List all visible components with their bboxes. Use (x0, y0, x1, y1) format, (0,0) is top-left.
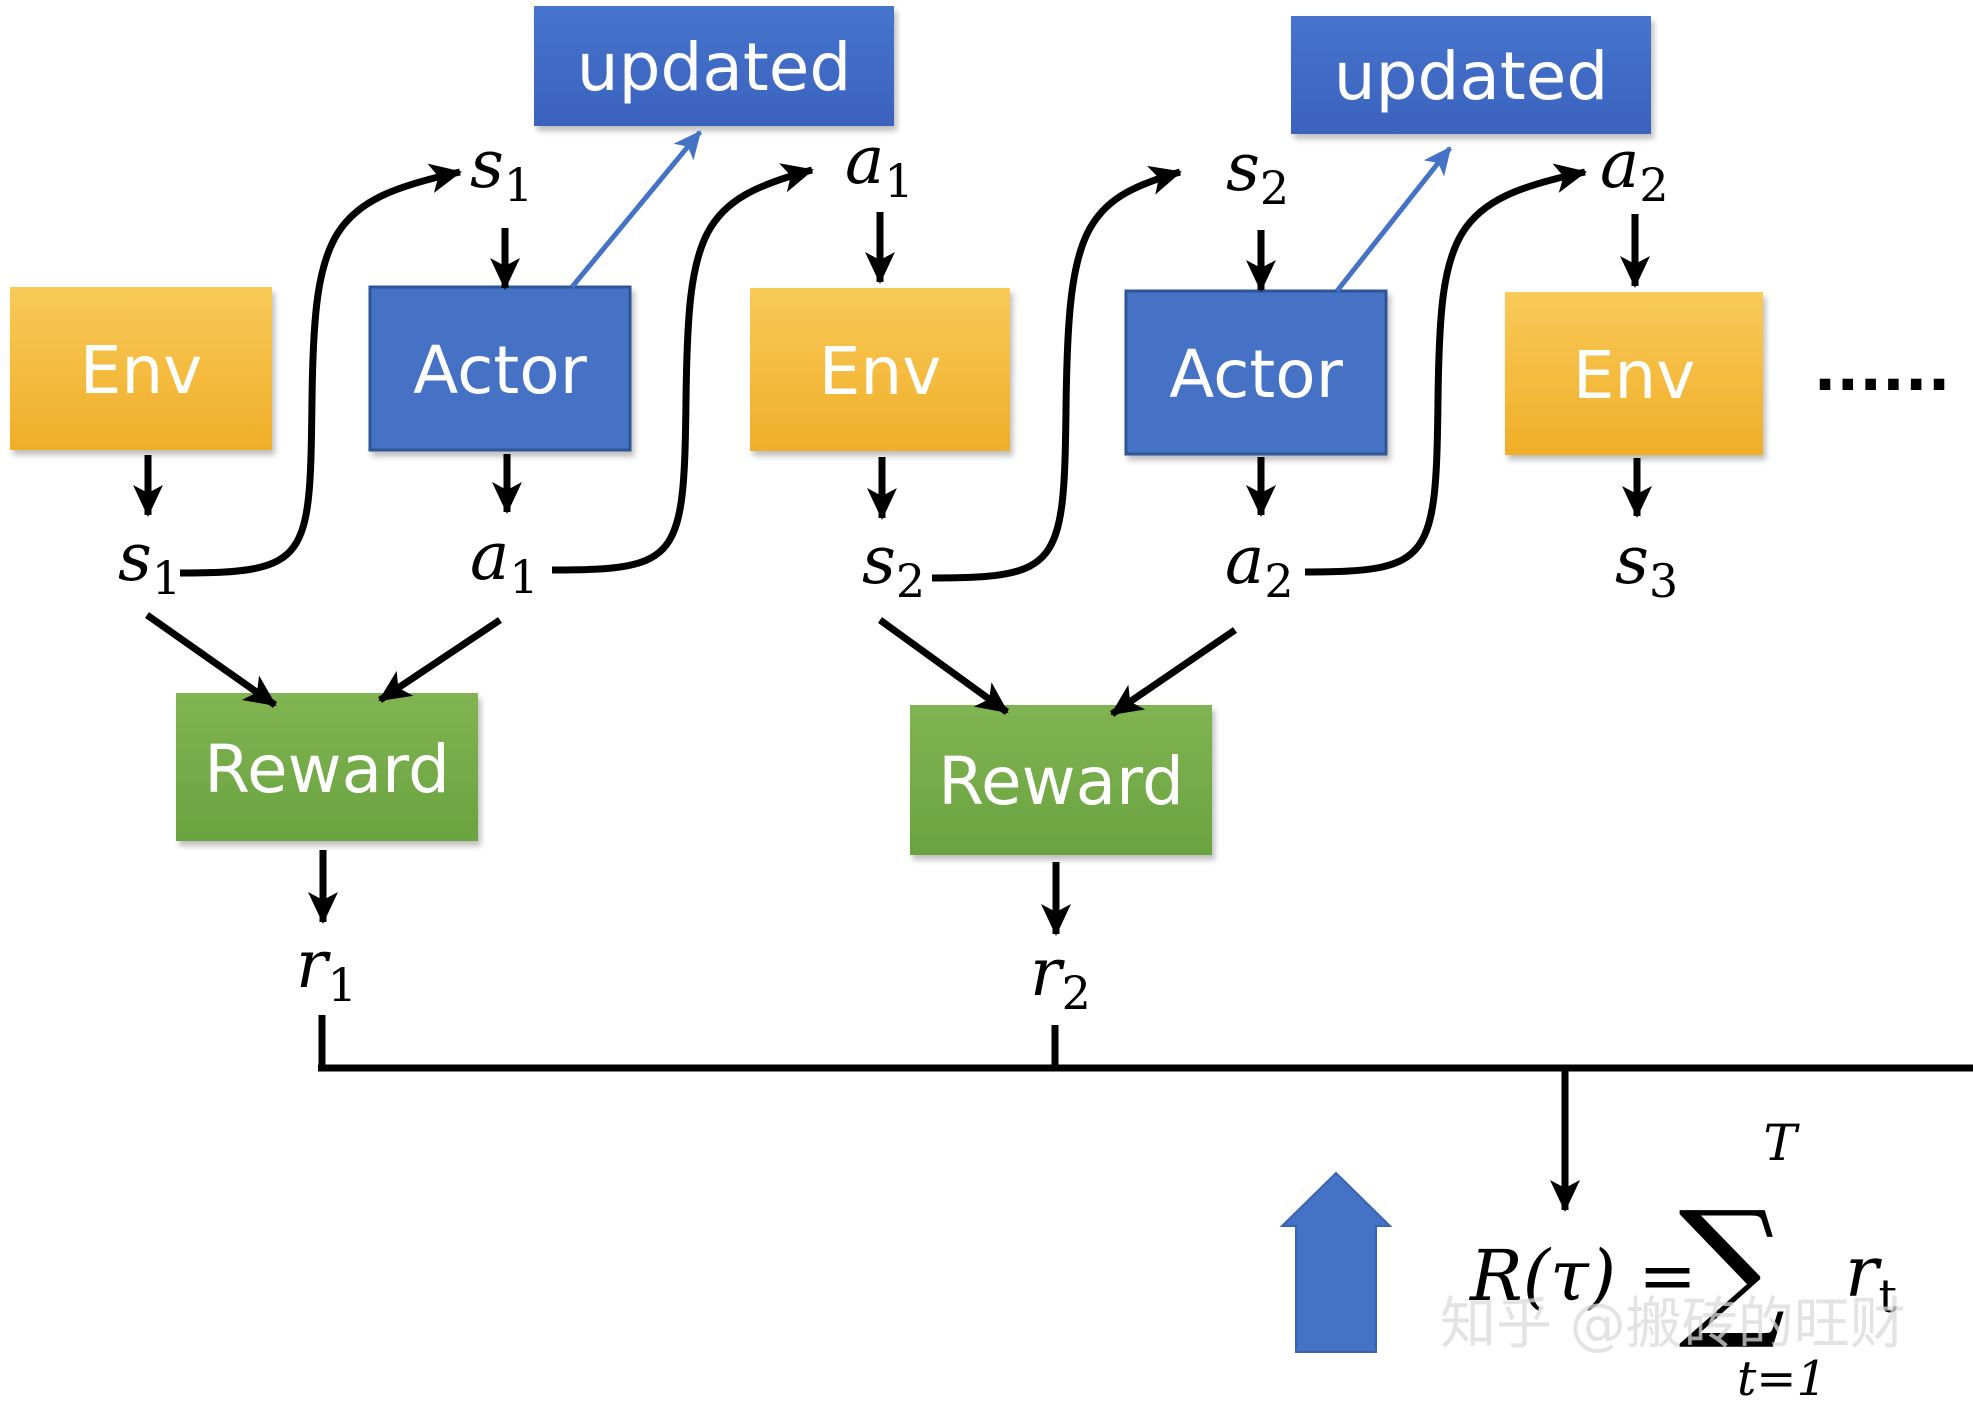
arrow-a2-to-reward2 (1110, 627, 1237, 717)
arrow-s2-to-reward2 (877, 617, 1010, 715)
updated-box-2: updated (1291, 16, 1651, 134)
formula-term: rt (1845, 1231, 1897, 1323)
increase-arrow-icon (1279, 1171, 1393, 1353)
env-box-1: Env (10, 287, 272, 450)
actor-box-1: Actor (368, 285, 632, 452)
sum-bracket (318, 1015, 1973, 1072)
arrow-a1-to-reward1 (378, 617, 502, 703)
curve-a2-up (1304, 163, 1587, 576)
symbol-r1: r1 (296, 926, 357, 1012)
symbol-s2-top: s2 (1226, 129, 1289, 215)
curve-a1-up (551, 163, 814, 574)
symbol-r2: r2 (1030, 934, 1091, 1020)
sum-lower-limit: t=1 (1737, 1351, 1827, 1404)
env-box-3: Env (1505, 292, 1763, 455)
env-label: Env (80, 332, 203, 409)
watermark: 知乎 @搬砖的旺财 (1440, 1292, 1906, 1357)
return-formula: R(τ) = ∑ T t=1 rt (1468, 1114, 1897, 1404)
env-box-2: Env (750, 288, 1010, 451)
env-label: Env (1573, 337, 1696, 414)
updated-label: updated (577, 29, 851, 106)
reward-label: Reward (938, 743, 1184, 820)
reward-box-1: Reward (176, 693, 478, 841)
arrow-s1-to-reward1 (144, 612, 278, 708)
curve-s1-up (179, 163, 462, 577)
symbol-a1-top: a1 (845, 122, 914, 208)
update-arrow-1 (570, 130, 702, 289)
symbol-s1-top: s1 (470, 126, 533, 212)
actor-box-2: Actor (1124, 289, 1388, 456)
reward-box-2: Reward (910, 705, 1212, 855)
symbol-s3: s3 (1615, 522, 1678, 608)
updated-label: updated (1334, 38, 1608, 115)
symbol-a2-bottom: a2 (1225, 522, 1294, 608)
actor-label: Actor (413, 332, 588, 409)
reward-label: Reward (204, 731, 450, 808)
env-label: Env (819, 333, 942, 410)
update-arrow-2 (1335, 146, 1452, 293)
sum-upper-limit: T (1763, 1114, 1800, 1172)
symbol-a1-bottom: a1 (470, 518, 539, 604)
symbol-a2-top: a2 (1600, 126, 1669, 212)
symbol-s1-bottom: s1 (118, 519, 181, 605)
sum-sign-icon: ∑ (1678, 1180, 1785, 1354)
ellipsis: ...... (1814, 335, 1951, 405)
symbol-s2-bottom: s2 (862, 522, 925, 608)
curve-s2-up (931, 165, 1182, 582)
updated-box-1: updated (534, 6, 894, 126)
formula-lhs: R(τ) = (1468, 1235, 1697, 1317)
actor-label: Actor (1169, 336, 1344, 413)
